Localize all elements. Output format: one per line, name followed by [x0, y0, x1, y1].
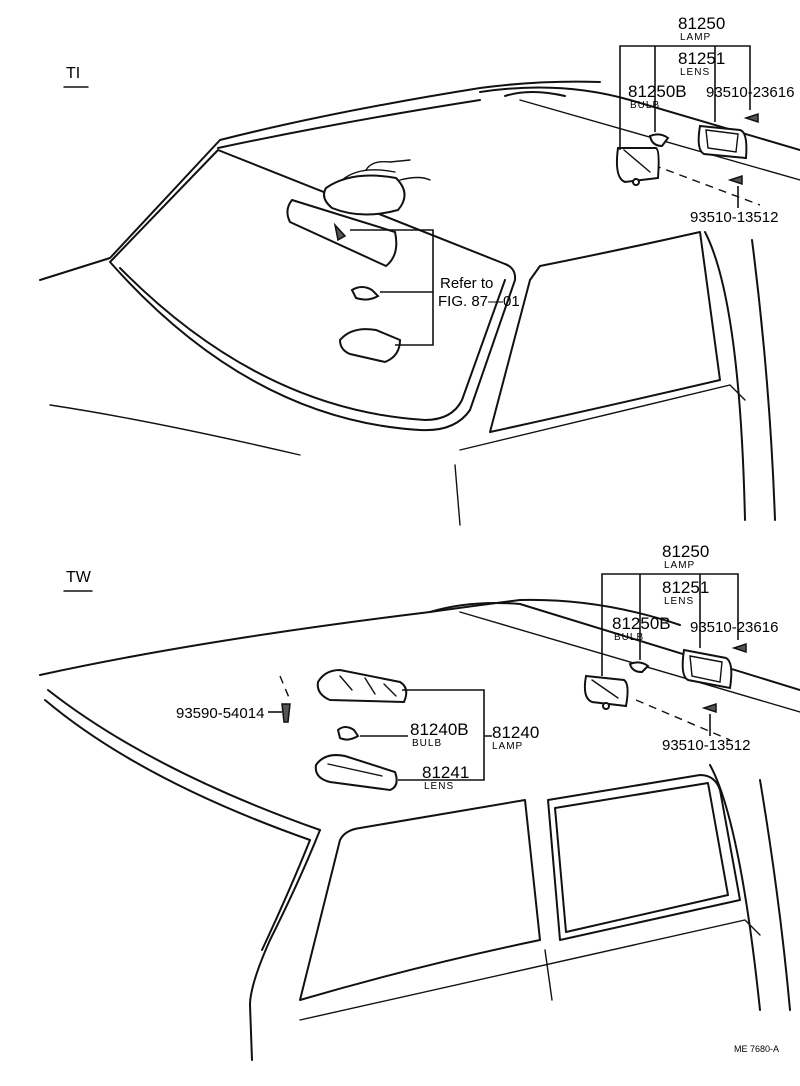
tw-bulb-part [628, 661, 650, 674]
ti-screw-b-part [727, 174, 743, 186]
ti-lamp-number: 81250 [678, 14, 725, 33]
tw-bolt-part [281, 703, 291, 723]
tw-front-bulb-label: BULB [412, 738, 442, 749]
tw-front-lamp-parts [281, 668, 408, 792]
tw-bolt-number: 93590-54014 [176, 705, 264, 722]
tw-lens-part [681, 648, 733, 690]
ti-lens-part [338, 328, 402, 364]
tw-dome-lamp-parts [583, 642, 747, 714]
tw-lamp-part [583, 674, 629, 708]
tw-front-bulb-part [336, 726, 360, 741]
tw-lamp-number: 81250 [662, 542, 709, 561]
ti-screw-a-part [743, 112, 759, 124]
ti-dome-lamp-parts [615, 112, 759, 186]
tw-section: TW [39, 542, 800, 1061]
ti-bulb-part-rear [648, 133, 670, 148]
tw-lamp-bracket [601, 573, 739, 676]
tw-screw-b-number: 93510-13512 [662, 737, 750, 754]
ti-refer-line2: FIG. 87—01 [438, 293, 520, 310]
tw-lamp-label: LAMP [664, 560, 695, 571]
tw-screw-b-part [701, 702, 717, 714]
ti-refer-line1: Refer to [440, 275, 493, 292]
ti-bulb-number: 81250B [628, 82, 687, 101]
tw-lens-number: 81251 [662, 578, 709, 597]
tw-screw-a-part [731, 642, 747, 654]
ti-refer-bracket [350, 229, 434, 346]
tw-front-lens-label: LENS [424, 781, 454, 792]
tw-front-lens-part [314, 754, 398, 792]
footer-code: ME 7680-A [734, 1044, 779, 1054]
ti-screw-a-number: 93510-23616 [706, 84, 794, 101]
ti-section-label: TI [66, 65, 80, 82]
ti-lens-number: 81251 [678, 49, 725, 68]
ti-bulb-part [350, 286, 380, 301]
ti-lamp-label: LAMP [680, 32, 711, 43]
tw-front-lamp-number: 81240 [492, 723, 539, 742]
ti-bulb-label: BULB [630, 100, 660, 111]
ti-screw-b-number: 93510-13512 [690, 209, 778, 226]
tw-front-lamp-label: LAMP [492, 741, 523, 752]
tw-front-lamp-bracket [360, 689, 492, 781]
ti-inner-mirror [286, 159, 431, 268]
tw-front-lamp-part [316, 668, 408, 704]
ti-section: TI Refer to [39, 14, 800, 526]
ti-lamp-bracket [619, 45, 751, 150]
tw-car-body [39, 598, 800, 1061]
tw-bulb-label: BULB [614, 632, 644, 643]
tw-screw-a-number: 93510-23616 [690, 619, 778, 636]
tw-front-bulb-number: 81240B [410, 720, 469, 739]
ti-lens-label: LENS [680, 67, 710, 78]
tw-section-label: TW [66, 569, 92, 586]
ti-car-body [39, 80, 800, 526]
tw-front-lens-number: 81241 [422, 763, 469, 782]
tw-bulb-number: 81250B [612, 614, 671, 633]
ti-lamp-part [615, 147, 660, 184]
tw-lens-label: LENS [664, 596, 694, 607]
